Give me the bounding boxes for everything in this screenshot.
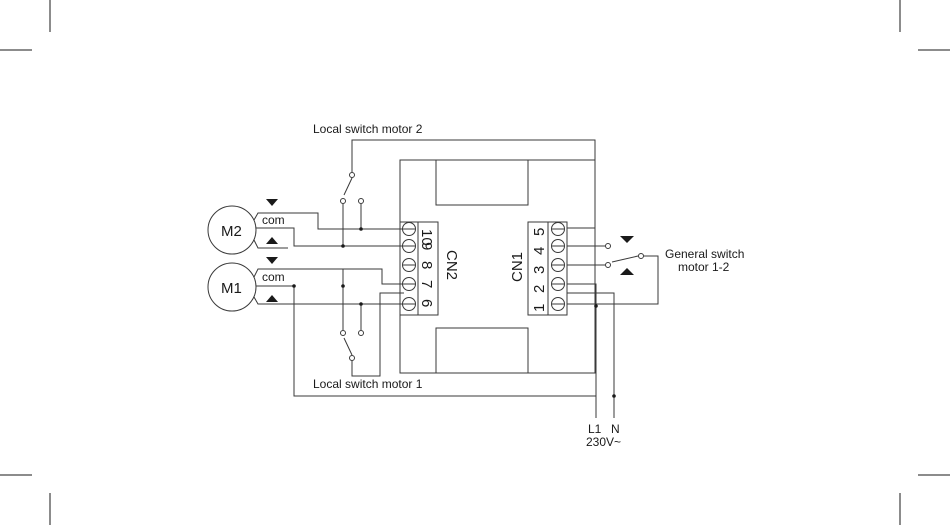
motor-m2-label: M2 (221, 223, 242, 240)
cn1-terminal-label: 4 (531, 247, 548, 255)
cn1-label: CN1 (509, 252, 526, 282)
cn1-terminal-label: 1 (531, 304, 548, 312)
local-switch-motor-1 (341, 269, 405, 376)
triangle-up-icon (620, 268, 634, 275)
motor-m1: M1 (208, 263, 256, 311)
open-contact-icon (341, 331, 346, 336)
open-contact-icon (341, 199, 346, 204)
supply-n-label: N (611, 422, 620, 436)
com-label-m1: com (262, 270, 285, 284)
open-contact-icon (639, 254, 644, 259)
cn1-terminal-label: 2 (531, 285, 548, 293)
open-contact-icon (606, 263, 611, 268)
cn2-terminal-label: 8 (418, 261, 435, 269)
junctions (292, 227, 363, 306)
motor-m2: M2 (208, 206, 256, 254)
triangle-down-icon (266, 257, 278, 264)
open-contact-icon (606, 244, 611, 249)
cn2-terminal-label: 7 (418, 280, 435, 288)
triangle-up-icon (266, 237, 278, 244)
cn1-terminal-label: 5 (531, 228, 548, 236)
triangle-down-icon (620, 236, 634, 243)
supply-voltage-label: 230V~ (586, 435, 621, 449)
motor-m1-label: M1 (221, 280, 242, 297)
open-contact-icon (350, 356, 355, 361)
cn2-terminal-label: 6 (418, 299, 435, 307)
general-switch-label-line1: General switch (665, 247, 744, 261)
cn1-terminal-label: 3 (531, 266, 548, 274)
open-contact-icon (359, 331, 364, 336)
triangle-down-icon (266, 199, 278, 206)
triangle-up-icon (266, 295, 278, 302)
local-switch-motor-2-label: Local switch motor 2 (313, 122, 423, 136)
open-contact-icon (350, 173, 355, 178)
open-contact-icon (359, 199, 364, 204)
general-switch-label-line2: motor 1-2 (678, 260, 730, 274)
com-label-m2: com (262, 213, 285, 227)
local-switch-motor-1-label: Local switch motor 1 (313, 377, 423, 391)
cn2-terminal-label: 9 (418, 242, 435, 250)
supply-l1-label: L1 (588, 422, 602, 436)
cn2-label: CN2 (443, 250, 460, 280)
